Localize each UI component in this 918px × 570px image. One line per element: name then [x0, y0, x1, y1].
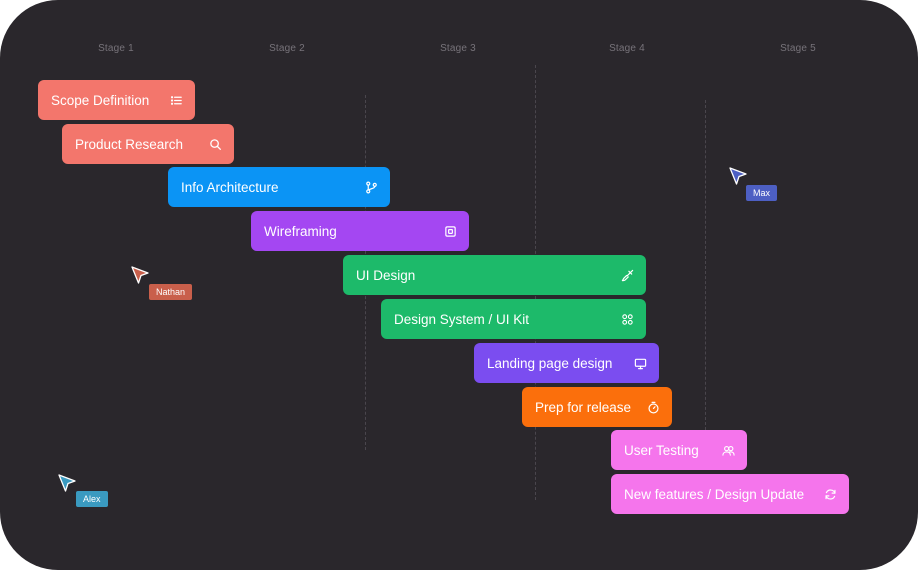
stage-divider [705, 100, 706, 430]
stage-header-1: Stage 1 [98, 43, 134, 54]
stage-header-3: Stage 3 [440, 43, 476, 54]
frame-icon [443, 224, 457, 238]
task-design-system[interactable]: Design System / UI Kit [381, 299, 646, 339]
task-label: Product Research [75, 136, 184, 152]
task-label: Prep for release [535, 399, 632, 415]
task-wireframing[interactable]: Wireframing [251, 211, 469, 251]
task-prep-for-release[interactable]: Prep for release [522, 387, 672, 427]
cursor-icon [729, 167, 749, 187]
task-new-features[interactable]: New features / Design Update [611, 474, 849, 514]
task-ui-design[interactable]: UI Design [343, 255, 646, 295]
task-label: Design System / UI Kit [394, 311, 530, 327]
git-branch-icon [364, 180, 378, 194]
cursor-icon [131, 266, 151, 286]
monitor-icon [633, 356, 647, 370]
stage-header-2: Stage 2 [269, 43, 305, 54]
refresh-icon [823, 487, 837, 501]
users-icon [721, 443, 735, 457]
timer-icon [646, 400, 660, 414]
task-label: User Testing [624, 442, 699, 458]
collaborator-tag-alex: Alex [76, 491, 108, 507]
cursor-icon [58, 474, 78, 494]
collaborator-tag-nathan: Nathan [149, 284, 193, 300]
task-label: New features / Design Update [624, 486, 805, 502]
search-icon [208, 137, 222, 151]
stage-header-4: Stage 4 [609, 43, 645, 54]
task-label: Info Architecture [181, 179, 279, 195]
task-info-architecture[interactable]: Info Architecture [168, 167, 390, 207]
collaborator-tag-max: Max [746, 185, 778, 201]
list-icon [169, 93, 183, 107]
task-landing-page-design[interactable]: Landing page design [474, 343, 659, 383]
task-label: Wireframing [264, 223, 337, 239]
task-product-research[interactable]: Product Research [62, 124, 234, 164]
task-label: UI Design [356, 267, 416, 283]
task-scope-definition[interactable]: Scope Definition [38, 80, 195, 120]
brush-icon [620, 268, 634, 282]
task-label: Scope Definition [51, 92, 150, 108]
components-icon [620, 312, 634, 326]
task-label: Landing page design [487, 355, 613, 371]
task-user-testing[interactable]: User Testing [611, 430, 747, 470]
stage-header-5: Stage 5 [780, 43, 816, 54]
